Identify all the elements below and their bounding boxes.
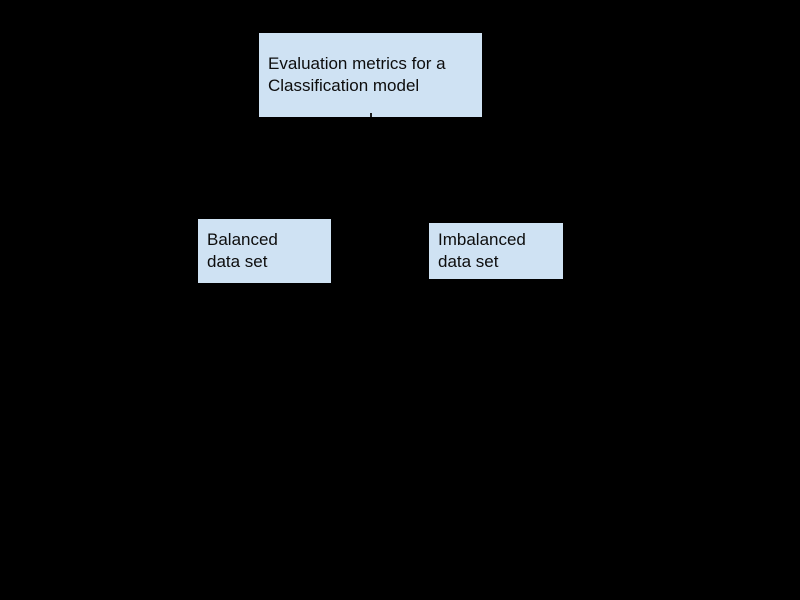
- node-evaluation-metrics: Evaluation metrics for a Classification …: [259, 33, 482, 117]
- node-imbalanced-dataset: Imbalanced data set: [429, 223, 563, 279]
- node-label-line: Balanced: [207, 230, 278, 249]
- node-label-line: data set: [207, 252, 268, 271]
- node-label-line: Classification model: [268, 76, 420, 95]
- connector-stub: [370, 113, 372, 117]
- node-balanced-dataset: Balanced data set: [198, 219, 331, 283]
- node-label-line: Imbalanced: [438, 230, 526, 249]
- node-label-line: data set: [438, 252, 499, 271]
- node-label-line: Evaluation metrics for a: [268, 54, 446, 73]
